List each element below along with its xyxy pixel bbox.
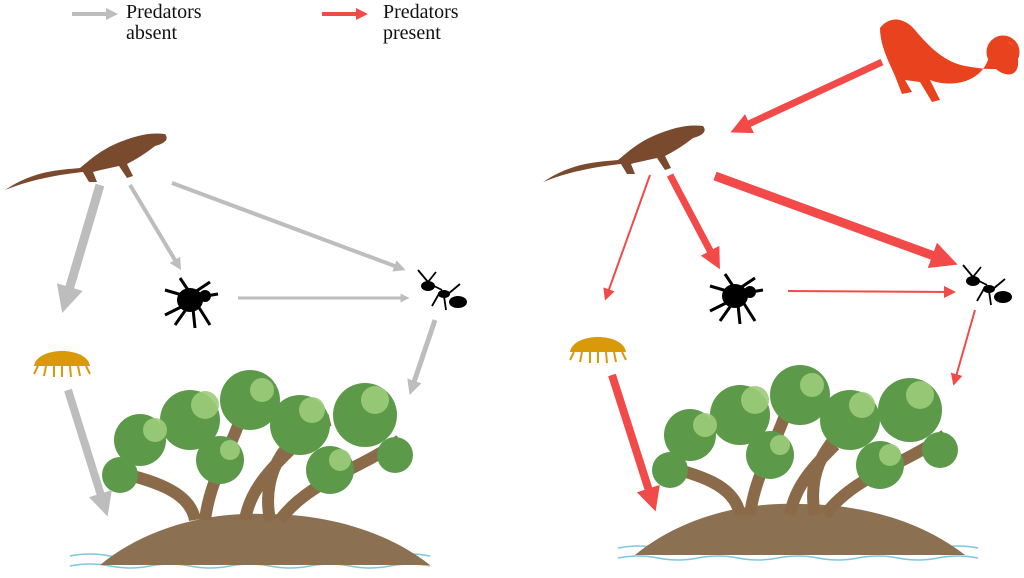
arrow-ant-tree-present	[950, 309, 976, 386]
arrow-lizard-spider-present	[666, 173, 720, 270]
right-lizard-icon	[543, 125, 705, 182]
legend-present-line1: Predators	[383, 1, 459, 23]
left-lizard-icon	[5, 133, 167, 190]
left-ant-icon	[417, 269, 468, 311]
legend-label-present: Predators present	[383, 2, 459, 44]
arrow-predator-lizard	[730, 58, 884, 134]
right-tree-icon	[652, 365, 958, 519]
right-spider-icon	[708, 272, 765, 326]
left-island	[69, 370, 431, 569]
arrow-lizard-isopod-present	[603, 174, 651, 301]
legend-absent-line1: Predators	[126, 1, 202, 23]
arrow-lizard-ant-absent	[171, 181, 406, 272]
right-arrows	[603, 58, 976, 512]
predator-lizard-icon	[880, 19, 1020, 103]
right-ant-icon	[962, 264, 1013, 306]
left-spider-icon	[163, 276, 220, 330]
arrow-isopod-island-absent	[64, 388, 112, 517]
arrow-ant-tree-absent	[407, 319, 438, 396]
arrow-spider-ant-present	[787, 285, 956, 298]
left-isopod-icon	[33, 350, 91, 378]
arrow-isopod-island-present	[608, 373, 660, 512]
right-island	[617, 365, 979, 561]
legend-label-absent: Predators absent	[126, 2, 202, 44]
left-tree-icon	[102, 370, 413, 524]
arrow-lizard-spider-absent	[128, 183, 182, 271]
arrow-lizard-ant-present	[713, 171, 958, 269]
legend-absent-line2: absent	[126, 22, 178, 44]
right-isopod-icon	[569, 336, 627, 364]
left-arrows	[56, 181, 438, 517]
legend-present-line2: present	[383, 22, 441, 44]
arrow-lizard-isopod-absent	[56, 183, 105, 313]
